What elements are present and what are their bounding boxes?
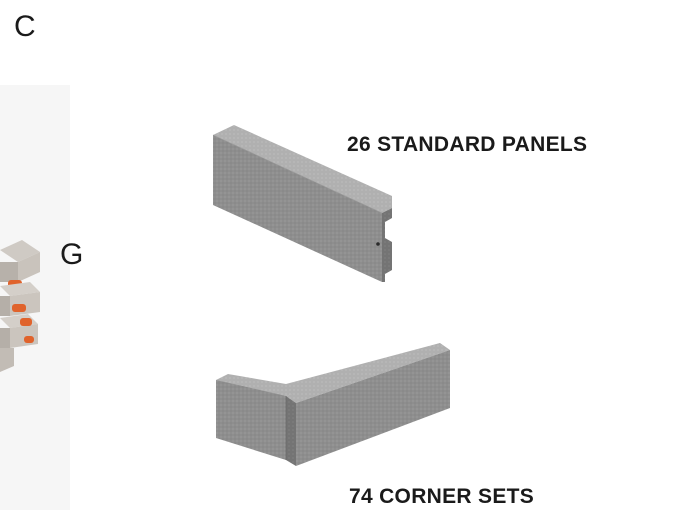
- stack-layer-2: [0, 282, 40, 316]
- standard-panels-label: 26 STANDARD PANELS: [347, 133, 588, 156]
- stack-layer-3: [0, 314, 38, 348]
- stack-layer-1: [0, 240, 40, 288]
- stacked-panels-image: [0, 85, 70, 510]
- section-letter-c: C: [14, 10, 36, 43]
- corner-sets-label: 74 CORNER SETS: [349, 485, 535, 508]
- corner-set-block: [216, 343, 450, 466]
- section-letter-g: G: [60, 238, 84, 271]
- standard-panel-block: [212, 125, 392, 282]
